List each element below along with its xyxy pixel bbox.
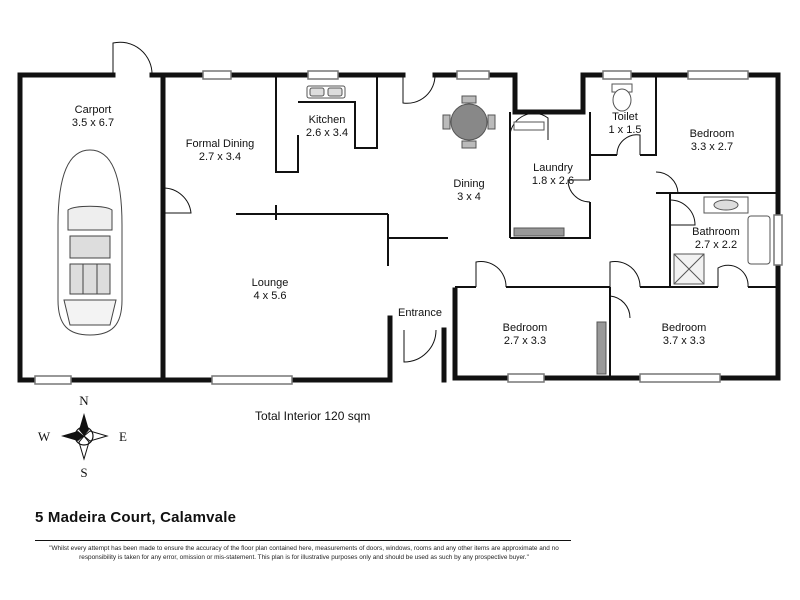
total-interior-area: Total Interior 120 sqm xyxy=(255,409,371,423)
basin-icon xyxy=(703,196,749,214)
room-name-formal-dining: Formal Dining xyxy=(186,138,254,150)
room-size-formal-dining: 2.7 x 3.4 xyxy=(199,151,241,163)
windows xyxy=(34,70,783,385)
compass-south-label: S xyxy=(80,465,87,480)
room-name-laundry: Laundry xyxy=(533,162,573,174)
room-size-bathroom: 2.7 x 2.2 xyxy=(695,239,737,251)
room-name-bedroom-s2: Bedroom xyxy=(662,322,707,334)
room-name-kitchen: Kitchen xyxy=(309,114,346,126)
room-name-entrance: Entrance xyxy=(398,307,442,319)
fixtures xyxy=(306,83,771,375)
compass-icon: N S E W xyxy=(38,393,127,480)
disclaimer-text: "Whilst every attempt has been made to e… xyxy=(49,545,559,561)
laundry-bench-icon xyxy=(513,121,545,131)
room-size-toilet: 1 x 1.5 xyxy=(608,124,641,136)
room-name-dining: Dining xyxy=(453,178,484,190)
room-size-kitchen: 2.6 x 3.4 xyxy=(306,127,348,139)
room-size-dining: 3 x 4 xyxy=(457,191,481,203)
compass-east-label: E xyxy=(119,429,127,444)
room-size-bedroom-s2: 3.7 x 3.3 xyxy=(663,335,705,347)
car-icon xyxy=(57,149,123,336)
room-size-lounge: 4 x 5.6 xyxy=(253,290,286,302)
room-name-carport: Carport xyxy=(75,104,112,116)
dining-table-icon xyxy=(442,95,496,149)
room-name-bedroom-s1: Bedroom xyxy=(503,322,548,334)
room-labels: Carport 3.5 x 6.7 Formal Dining 2.7 x 3.… xyxy=(72,104,740,347)
room-name-bathroom: Bathroom xyxy=(692,226,740,238)
toilet-icon xyxy=(611,83,633,112)
laundry-tub-icon xyxy=(513,227,565,237)
room-size-carport: 3.5 x 6.7 xyxy=(72,117,114,129)
shower-icon xyxy=(673,253,705,285)
room-size-bedroom-ne: 3.3 x 2.7 xyxy=(691,141,733,153)
property-address: 5 Madeira Court, Calamvale xyxy=(35,509,237,526)
room-name-lounge: Lounge xyxy=(252,277,289,289)
room-size-laundry: 1.8 x 2.6 xyxy=(532,175,574,187)
room-name-bedroom-ne: Bedroom xyxy=(690,128,735,140)
divider xyxy=(35,540,571,541)
interior-walls xyxy=(162,75,778,378)
compass-north-label: N xyxy=(79,393,89,408)
room-name-toilet: Toilet xyxy=(612,111,638,123)
room-size-bedroom-s1: 2.7 x 3.3 xyxy=(504,335,546,347)
door-swings xyxy=(112,41,749,363)
bathtub-icon xyxy=(747,215,771,265)
compass-west-label: W xyxy=(38,429,51,444)
wardrobe-icon xyxy=(596,321,607,375)
